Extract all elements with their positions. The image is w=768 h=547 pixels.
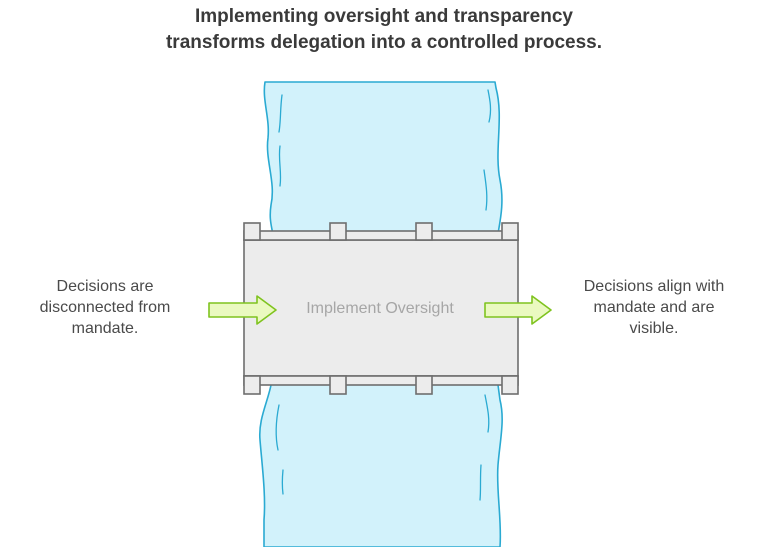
left-arrow-icon	[208, 295, 277, 325]
bridge-bottom-rail	[243, 375, 519, 386]
current-state-line-2: disconnected from	[39, 299, 171, 316]
current-state-line-1: Decisions are	[56, 278, 154, 295]
bridge	[243, 222, 519, 395]
current-state-text: Decisions are disconnected from mandate.	[10, 276, 200, 339]
title-line-1: Implementing oversight and transparency	[195, 6, 573, 27]
target-state-line-1: Decisions align with	[583, 278, 725, 295]
bridge-bottom-posts	[243, 375, 519, 395]
target-state-text: Decisions align with mandate and are vis…	[556, 276, 752, 339]
target-state-line-2: mandate and are	[593, 299, 715, 316]
right-arrow-icon	[484, 295, 552, 325]
diagram-title: Implementing oversight and transparency …	[0, 4, 768, 56]
current-state-line-3: mandate.	[71, 320, 139, 337]
bridge-label: Implement Oversight	[306, 300, 454, 317]
bridge-top-rail	[243, 230, 519, 241]
bridge-top-posts	[243, 222, 519, 241]
title-line-2: transforms delegation into a controlled …	[165, 32, 603, 53]
water-ripples	[275, 89, 492, 501]
target-state-line-3: visible.	[629, 320, 679, 337]
